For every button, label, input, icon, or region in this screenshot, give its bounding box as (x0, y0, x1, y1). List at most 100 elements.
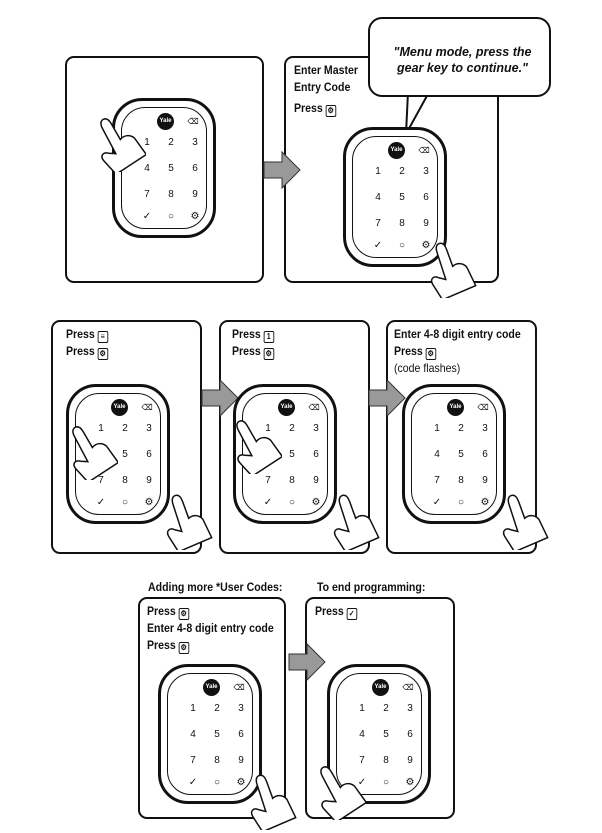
keypad-key-9: 9 (407, 755, 413, 766)
keypad-inner-border (242, 393, 328, 515)
check-icon: ✓ (357, 777, 367, 788)
keypad-key-5: 5 (214, 729, 220, 740)
check-icon: ✓ (263, 497, 273, 508)
step4-title: Enter 4-8 digit entry code (394, 327, 521, 341)
keypad-key-8: 8 (289, 475, 295, 486)
gear-icon: ⚙ (421, 240, 431, 251)
keypad-key-6: 6 (146, 449, 152, 460)
keypad-key-3: 3 (238, 703, 244, 714)
keypad-key-2: 2 (458, 423, 464, 434)
arrow-right-icon (368, 378, 406, 418)
step4-press: Press (394, 344, 423, 358)
keypad-key-1: 1 (265, 423, 271, 434)
gear-key-icon: ⚙ (178, 608, 189, 620)
speech-bubble (368, 17, 551, 97)
keypad-inner-border (336, 673, 422, 795)
step5-line3: Press (147, 638, 176, 652)
keypad-key-9: 9 (192, 189, 198, 200)
keypad-inner-border (411, 393, 497, 515)
step2-line2: Press (66, 344, 95, 358)
step5-instructions: Press⚙ Enter 4-8 digit entry code Press⚙ (147, 603, 274, 654)
keypad-key-6: 6 (313, 449, 319, 460)
keypad-key-2: 2 (122, 423, 128, 434)
keypad-key-6: 6 (407, 729, 413, 740)
check-key-icon: ✓ (346, 608, 357, 620)
keypad-key-9: 9 (423, 218, 429, 229)
keypad-key-8: 8 (168, 189, 174, 200)
caption-adding-codes: Adding more *User Codes: (148, 580, 283, 594)
gear-icon: ⚙ (311, 497, 321, 508)
keypad-key-3: 3 (482, 423, 488, 434)
hand-pointer-icon (320, 766, 366, 820)
gear-icon: ⚙ (144, 497, 154, 508)
keypad-key-7: 7 (375, 218, 381, 229)
keypad-key-5: 5 (289, 449, 295, 460)
keypad-key-3: 3 (146, 423, 152, 434)
keypad-key-5: 5 (383, 729, 389, 740)
keypad-key-8: 8 (122, 475, 128, 486)
check-icon: ✓ (373, 240, 383, 251)
keypad-key-5: 5 (458, 449, 464, 460)
keypad-key-5: 5 (168, 163, 174, 174)
keypad-key-1: 1 (98, 423, 104, 434)
keypad-key-9: 9 (313, 475, 319, 486)
step4-instructions: Enter 4-8 digit entry code Press⚙ (code … (394, 326, 521, 377)
gear-key-icon: ⚙ (97, 348, 108, 360)
keypad-key-9: 9 (146, 475, 152, 486)
backspace-icon: ⌫ (418, 146, 430, 155)
hand-pointer-icon (502, 494, 549, 550)
keypad-key-1: 1 (144, 137, 150, 148)
step6-instructions: Press✓ (315, 603, 357, 620)
keypad-key-8: 8 (214, 755, 220, 766)
step5-line2: Enter 4-8 digit entry code (147, 621, 274, 635)
backspace-icon: ⌫ (402, 683, 414, 692)
hand-pointer-icon (236, 420, 282, 474)
check-icon: ✓ (96, 497, 106, 508)
hand-pointer-icon (166, 494, 213, 550)
check-icon: ✓ (188, 777, 198, 788)
yale-logo: Yale (388, 142, 405, 159)
step5-line1: Press (147, 604, 176, 618)
keypad-key-9: 9 (482, 475, 488, 486)
keypad-key-3: 3 (313, 423, 319, 434)
keypad-key-2: 2 (168, 137, 174, 148)
backspace-icon: ⌫ (477, 403, 489, 412)
keypad-key-4: 4 (190, 729, 196, 740)
keypad-key-3: 3 (407, 703, 413, 714)
zero-key-icon: ○ (288, 497, 296, 508)
keypad-key-1: 1 (359, 703, 365, 714)
step2-instructions: Press≡ Press⚙ (66, 326, 108, 360)
keypad-key-6: 6 (192, 163, 198, 174)
keypad-inner-border (167, 673, 253, 795)
keypad-key-7: 7 (359, 755, 365, 766)
keypad-key-6: 6 (423, 192, 429, 203)
hand-pointer-icon (250, 774, 297, 830)
gear-icon: ⚙ (236, 777, 246, 788)
keypad-key-2: 2 (383, 703, 389, 714)
step2-line1: Press (66, 327, 95, 341)
speech-bubble-text: "Menu mode, press the gear key to contin… (393, 45, 532, 75)
yale-logo: Yale (447, 399, 464, 416)
keypad-key-8: 8 (399, 218, 405, 229)
one-key-icon: 1 (263, 331, 274, 343)
keypad-key-4: 4 (434, 449, 440, 460)
keypad-key-7: 7 (98, 475, 104, 486)
backspace-icon: ⌫ (187, 117, 199, 126)
step1-press: Press (294, 101, 323, 115)
yale-logo: Yale (111, 399, 128, 416)
yale-logo: Yale (372, 679, 389, 696)
zero-key-icon: ○ (457, 497, 465, 508)
zero-key-icon: ○ (213, 777, 221, 788)
step1-title-line2: Entry Code (294, 80, 351, 94)
keypad-key-5: 5 (122, 449, 128, 460)
keypad-key-3: 3 (423, 166, 429, 177)
yale-logo: Yale (157, 113, 174, 130)
keypad-key-1: 1 (434, 423, 440, 434)
keypad-key-1: 1 (190, 703, 196, 714)
keypad-key-7: 7 (190, 755, 196, 766)
arrow-right-icon (201, 378, 239, 418)
